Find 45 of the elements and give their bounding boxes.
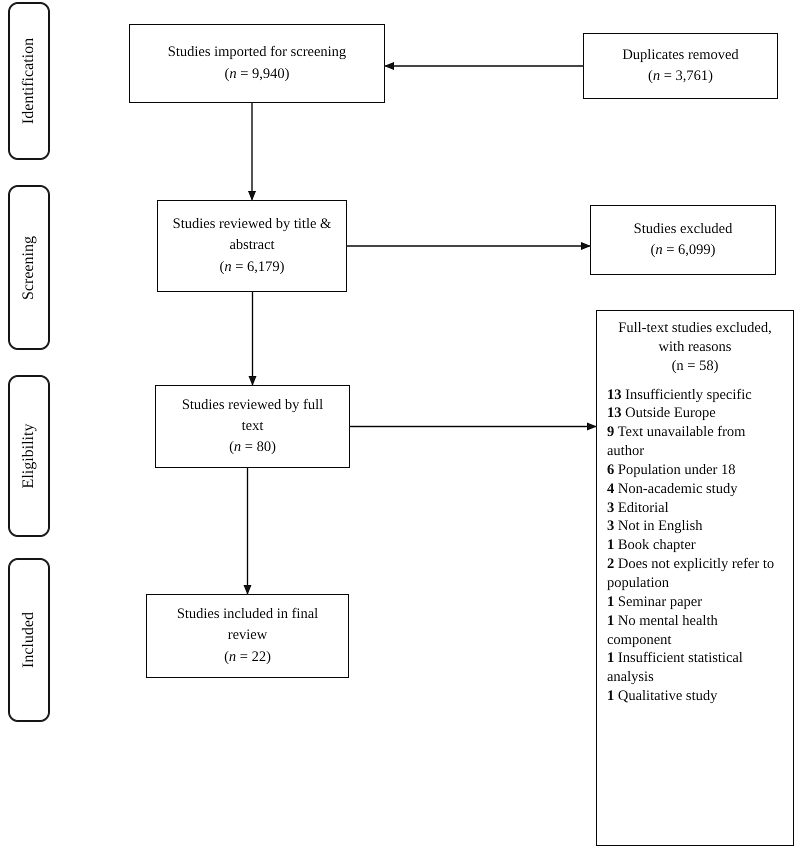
stage-label (8, 375, 50, 537)
reason-item: 6 Population under 18 (607, 460, 736, 480)
box-text: Studies imported for screening (168, 43, 346, 62)
process-box (157, 200, 347, 292)
count-text: (n = 6,179) (220, 258, 284, 276)
box-heading: Full-text studies excluded, with reasons (617, 319, 773, 357)
process-box (155, 385, 350, 468)
stage-name: Included (20, 612, 38, 668)
arrow (248, 103, 256, 201)
process-box (129, 24, 385, 103)
stage-label (8, 558, 50, 722)
stage-label (8, 185, 50, 350)
stage-name: Screening (20, 236, 38, 300)
box-text: Duplicates removed (622, 46, 739, 65)
process-box (146, 594, 349, 678)
count-text: (n = 6,099) (650, 241, 716, 260)
process-box (583, 33, 778, 99)
count-text: (n = 3,761) (648, 67, 713, 86)
reason-item: 2 Does not explicitly refer to population (607, 555, 776, 593)
arrow (248, 292, 256, 386)
arrow (347, 242, 591, 250)
process-box (590, 205, 776, 275)
exclusion-reasons-box (596, 310, 794, 846)
reason-item: 3 Editorial (607, 498, 670, 518)
arrow (244, 468, 252, 595)
reason-item: 13 Insufficiently specific (607, 386, 753, 404)
reason-item: 1 No mental health component (607, 612, 719, 650)
box-text: Studies excluded (634, 220, 732, 239)
reason-item: 13 Outside Europe (607, 404, 717, 424)
reason-item: 4 Non-academic study (607, 480, 738, 499)
count-text: (n = 58) (670, 356, 720, 376)
count-text: (n = 9,940) (224, 64, 290, 84)
arrow (350, 422, 597, 430)
reason-item: 9 Text unavailable from author (607, 423, 746, 461)
reason-item: 1 Insufficient statistical analysis (607, 649, 744, 688)
stage-label (8, 2, 50, 160)
reason-item: 1 Book chapter (607, 536, 697, 556)
arrow (384, 62, 583, 70)
reason-item: 3 Not in English (607, 517, 704, 536)
stage-name: Identification (20, 38, 38, 124)
stage-name: Eligibility (20, 424, 38, 488)
count-text: (n = 22) (224, 648, 271, 666)
count-text: (n = 80) (229, 438, 276, 457)
reason-item: 1 Seminar paper (607, 592, 704, 612)
reason-item: 1 Qualitative study (607, 687, 718, 706)
